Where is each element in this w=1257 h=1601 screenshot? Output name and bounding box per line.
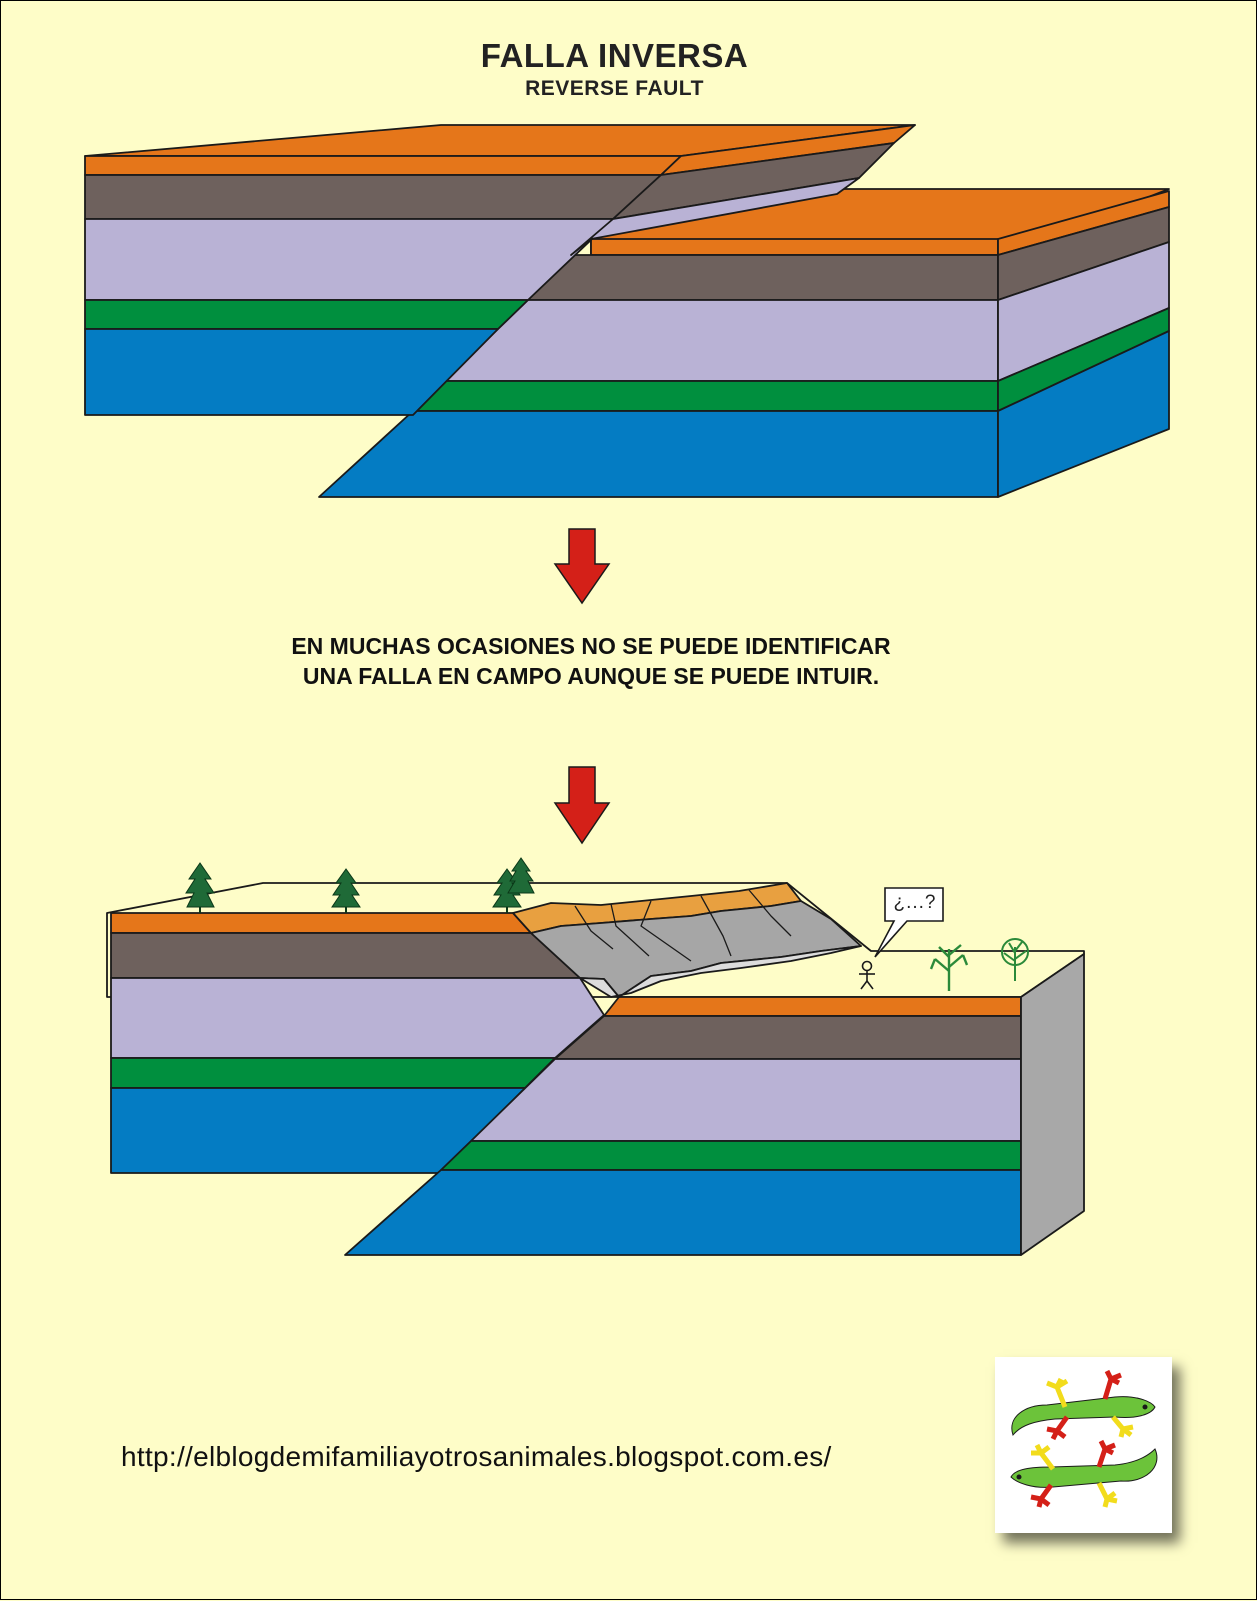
page-title: FALLA INVERSA [480, 37, 749, 74]
gecko-logo [995, 1357, 1172, 1533]
caption-line-1: EN MUCHAS OCASIONES NO SE PUEDE IDENTIFI… [291, 633, 891, 659]
speech-bubble-text: ¿...? [893, 892, 937, 913]
footwall-brown [554, 1015, 1022, 1060]
pine-tree-icon [492, 857, 535, 913]
eroded-scarp-debris [579, 945, 862, 998]
speech-bubble [874, 887, 944, 958]
deciduous-tree-icon [1001, 938, 1029, 981]
page-subtitle: REVERSE FAULT [525, 77, 704, 100]
blog-url: http://elblogdemifamiliayotrosanimales.b… [121, 1441, 832, 1472]
reverse-fault-diagram [84, 124, 1170, 498]
footwall-lavender [470, 1058, 1022, 1142]
pine-tree-icon [185, 862, 215, 913]
fault-plane-exposed [570, 177, 860, 256]
block-side-face [1020, 953, 1085, 1256]
footwall-orange [603, 996, 1022, 1017]
caption-line-2: UNA FALLA EN CAMPO AUNQUE SE PUEDE INTUI… [302, 663, 880, 689]
hanging-wall-green [110, 1057, 556, 1089]
footwall-side-blue [997, 330, 1170, 498]
hanging-wall-lavender [110, 977, 605, 1059]
hanging-wall-blue [84, 328, 499, 416]
stick-figure-icon [859, 960, 875, 990]
pine-tree-icon [331, 868, 361, 913]
footwall-blue [344, 1169, 1022, 1256]
deciduous-tree-icon [929, 944, 969, 991]
hanging-wall-brown [110, 932, 581, 979]
footwall-green [440, 1140, 1022, 1171]
gecko-logo-icon [1010, 1369, 1158, 1508]
hanging-wall-orange [110, 912, 532, 934]
